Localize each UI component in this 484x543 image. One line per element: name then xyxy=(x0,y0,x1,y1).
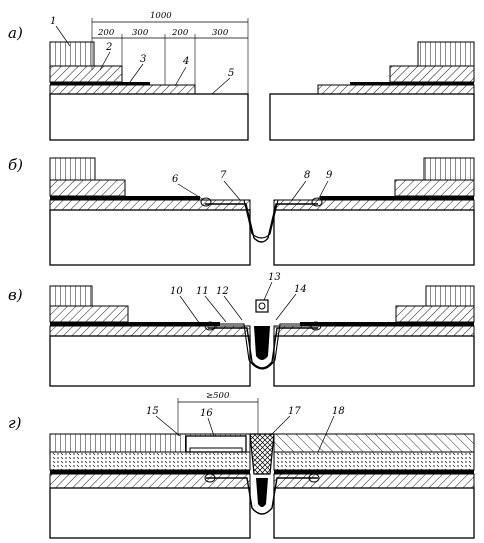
section-v-label: в) xyxy=(8,286,23,304)
section-g-label: г) xyxy=(8,414,22,432)
section-v: в) 10 11 12 13 14 xyxy=(8,272,475,387)
callout-3: 3 xyxy=(140,54,146,65)
callout-2: 2 xyxy=(105,42,112,53)
section-a-label: а) xyxy=(8,24,23,42)
screed-left xyxy=(49,84,196,95)
slab-left xyxy=(49,93,249,141)
dim-seg3: 200 xyxy=(171,28,189,38)
callout-13: 13 xyxy=(268,272,281,283)
callout-5: 5 xyxy=(228,68,234,79)
dim-min-gap: ≥500 xyxy=(206,391,230,401)
layer-2-right xyxy=(389,65,475,83)
sealant-insert xyxy=(249,433,275,475)
callout-7: 7 xyxy=(220,170,227,181)
callout-18: 18 xyxy=(332,406,345,417)
dim-total: 1000 xyxy=(150,11,172,21)
compensator-b xyxy=(205,203,318,243)
dim-seg4: 300 xyxy=(212,28,229,38)
callout-12: 12 xyxy=(216,286,229,297)
callout-14: 14 xyxy=(294,284,307,295)
callout-9: 9 xyxy=(326,170,333,181)
callout-15: 15 xyxy=(146,406,159,417)
section-b: б) 6 7 8 9 xyxy=(8,156,475,266)
callout-10: 10 xyxy=(170,286,183,297)
screed-right xyxy=(317,84,475,95)
membrane-left xyxy=(50,82,150,86)
membrane-right xyxy=(350,82,474,86)
callout-16: 16 xyxy=(200,408,213,419)
section-g: г) ≥500 15 16 17 18 xyxy=(8,391,475,539)
section-a: а) 1000 200 300 200 300 1 2 xyxy=(8,11,475,141)
callout-4: 4 xyxy=(182,56,189,67)
tile-stack-right xyxy=(417,41,475,67)
layer-2-left xyxy=(49,65,123,83)
callout-11: 11 xyxy=(196,286,209,297)
slab-right xyxy=(269,93,475,141)
section-b-label: б) xyxy=(8,156,23,174)
callout-8: 8 xyxy=(304,170,310,181)
tile-stack-1 xyxy=(49,41,95,67)
callout-6: 6 xyxy=(172,174,179,185)
dim-seg2: 300 xyxy=(132,28,149,38)
callout-1: 1 xyxy=(50,16,56,27)
dim-seg1: 200 xyxy=(97,28,115,38)
callout-17: 17 xyxy=(288,406,301,417)
